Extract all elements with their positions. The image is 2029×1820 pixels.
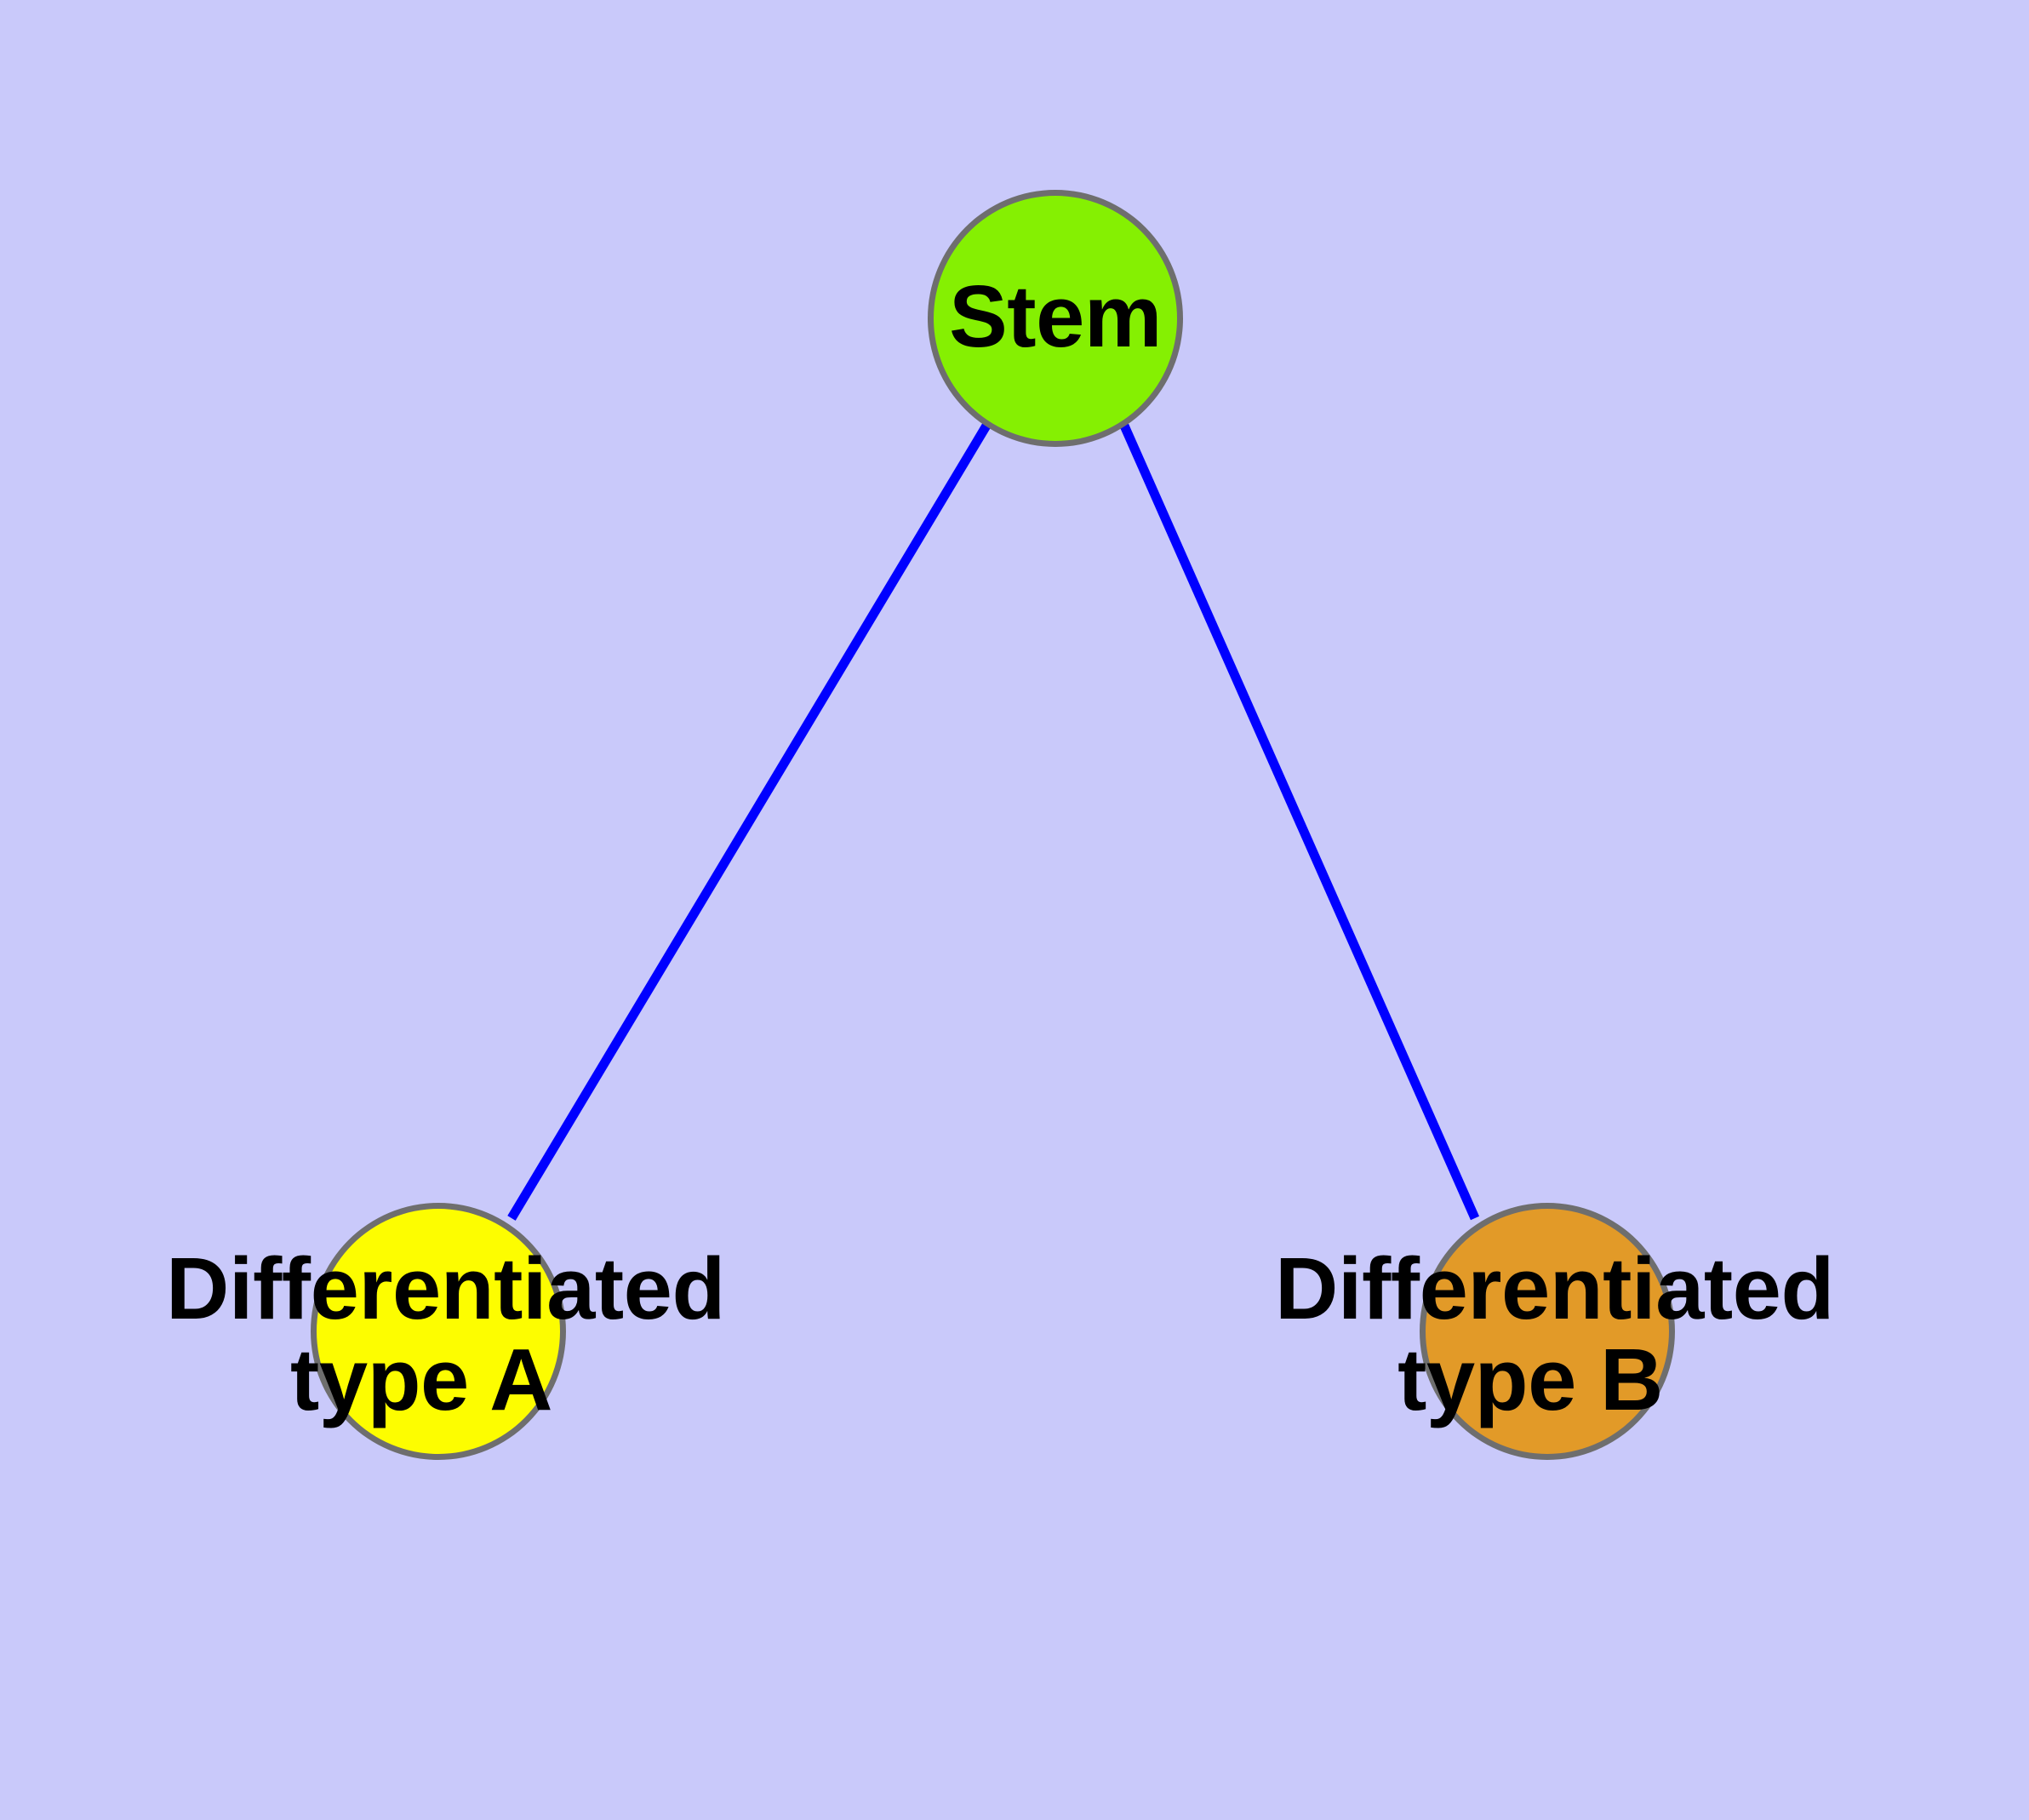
node-differentiated-type-b[interactable]: [1420, 1203, 1675, 1460]
node-label-stem: Stem: [949, 267, 1162, 365]
node-label-differentiated-type-b: Differentiated type B: [1275, 1239, 1834, 1429]
node-differentiated-type-a[interactable]: [311, 1203, 566, 1460]
edge-stem-to-type-b: [1119, 423, 1480, 1221]
node-stem[interactable]: [928, 190, 1183, 447]
edge-stem-to-type-a: [507, 423, 991, 1221]
node-label-differentiated-type-a: Differentiated type A: [166, 1239, 725, 1429]
